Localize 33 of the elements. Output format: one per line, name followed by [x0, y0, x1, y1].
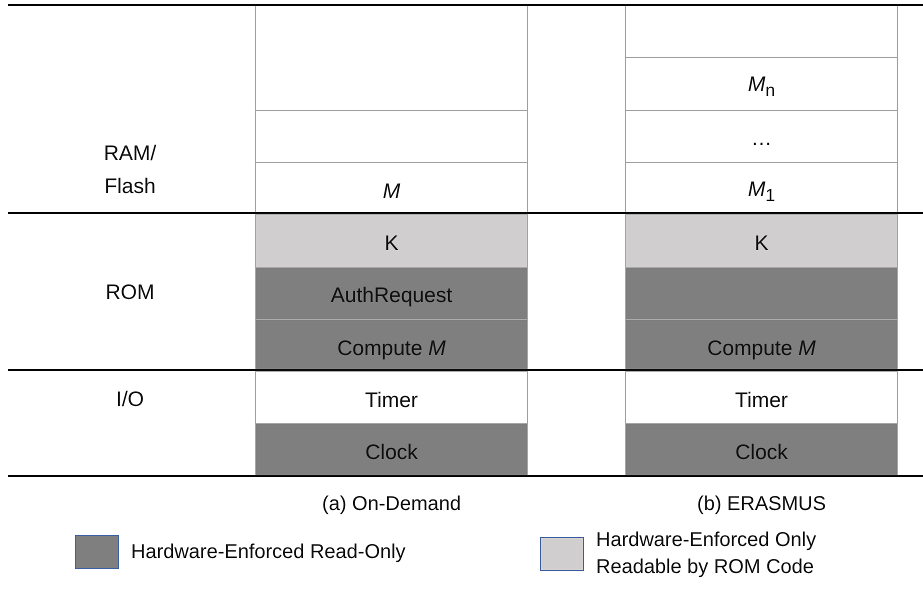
memory-cell [255, 423, 528, 478]
memory-cell [625, 371, 898, 425]
cell-label: M [382, 180, 400, 204]
cell-label: M$_{n}$ [748, 73, 776, 102]
cell-label: AuthRequest [330, 284, 452, 308]
row-label: I/O [114, 387, 145, 413]
empty-memory-cell [625, 5, 898, 59]
cell-label: Compute M [337, 336, 446, 361]
cell-label: Timer [735, 388, 788, 413]
cell-label: Clock [365, 441, 418, 466]
cell-label: K [754, 232, 768, 256]
cell-label: Compute M [707, 336, 816, 361]
memory-cell [255, 266, 528, 320]
cell-label: … [751, 127, 772, 152]
memory-cell [625, 214, 898, 268]
legend-label: Hardware-Enforced Only Readable by ROM Code [596, 528, 818, 580]
cell-label: M$_{1}$ [748, 178, 776, 206]
cell-label: K [384, 232, 398, 256]
column-caption: (a) On-Demand [321, 493, 462, 516]
memory-cell [625, 57, 898, 112]
empty-memory-cell [255, 5, 528, 112]
row-label: RAM/ Flash [102, 141, 158, 200]
column-caption: (b) ERASMUS [696, 493, 827, 516]
cell-label: Clock [735, 441, 788, 466]
memory-cell [625, 110, 898, 164]
row-label: ROM [104, 280, 156, 306]
cell-label: Timer [365, 388, 418, 413]
legend-label: Hardware-Enforced Read-Only [131, 540, 406, 564]
memory-cell [255, 214, 528, 268]
memory-cell [625, 423, 898, 478]
memory-cell [255, 371, 528, 425]
empty-memory-cell [255, 110, 528, 164]
empty-memory-cell [625, 266, 898, 320]
